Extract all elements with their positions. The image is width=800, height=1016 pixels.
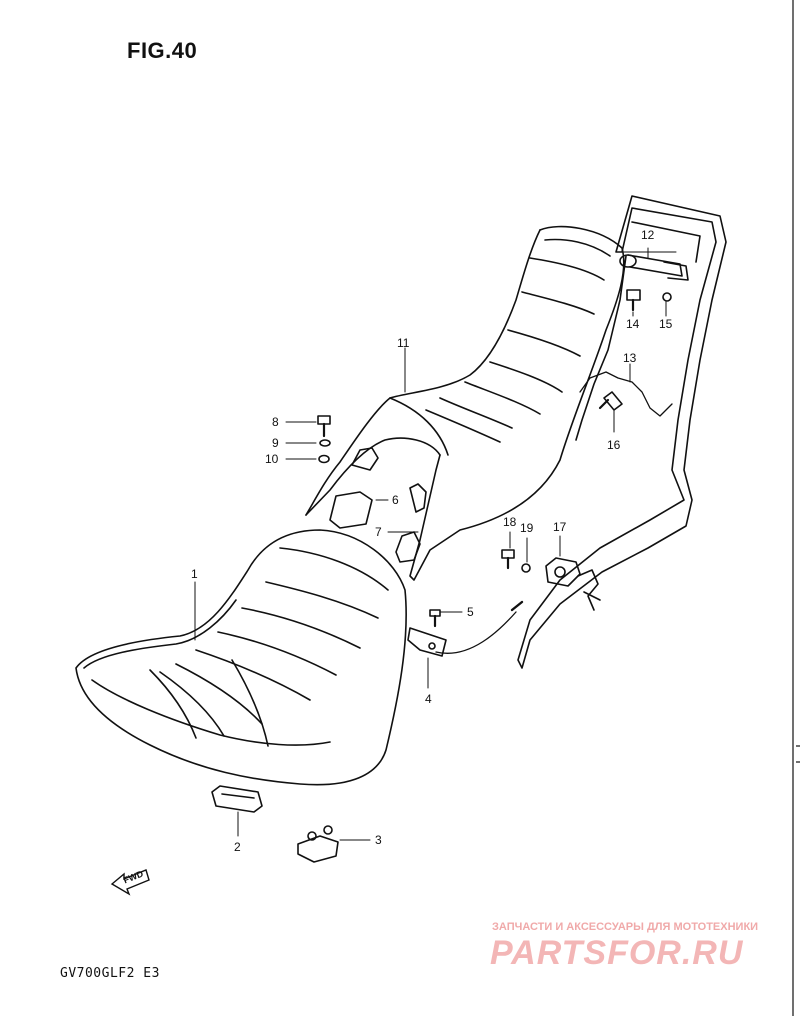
bolt-14 [626, 289, 641, 312]
release-cable [435, 611, 517, 654]
washer-10 [318, 454, 330, 464]
nut-19 [521, 563, 531, 573]
callout-4: 4 [425, 692, 432, 706]
bolt-18 [501, 549, 515, 570]
rear-seat [305, 225, 625, 581]
seat-hook-bracket [407, 627, 447, 657]
seat-rail-frame [517, 195, 727, 669]
callout-15: 15 [659, 317, 673, 331]
callout-6: 6 [392, 493, 399, 507]
callout-9: 9 [272, 436, 279, 450]
callout-8: 8 [272, 415, 279, 429]
callout-18: 18 [503, 515, 517, 529]
callout-12: 12 [641, 228, 655, 242]
leader-lines [194, 247, 677, 841]
right-border [792, 0, 800, 1016]
callout-7: 7 [375, 525, 382, 539]
figure-title: FIG.40 [127, 38, 198, 63]
screw-5 [429, 609, 441, 628]
stopper-3 [297, 825, 339, 863]
callout-11: 11 [397, 336, 410, 350]
watermark-tagline: ЗАПЧАСТИ И АКСЕССУАРЫ ДЛЯ МОТОТЕХНИКИ [492, 921, 759, 933]
lock-cable [579, 371, 673, 417]
watermark-logo: PARTSFOR.RU [490, 934, 744, 972]
callout-3: 3 [375, 833, 382, 847]
fwd-arrow-icon [110, 869, 150, 896]
callout-14: 14 [626, 317, 640, 331]
nut-15 [662, 292, 672, 302]
cushion-2 [211, 785, 263, 813]
callout-13: 13 [623, 351, 637, 365]
bolt-8 [317, 415, 331, 438]
callout-5: 5 [467, 605, 474, 619]
seat-lock-17 [545, 557, 601, 611]
model-code: GV700GLF2 E3 [60, 966, 160, 981]
helmet-holder-rod [619, 254, 689, 281]
callout-10: 10 [265, 452, 279, 466]
washer-9 [319, 439, 331, 447]
callout-16: 16 [607, 438, 621, 452]
callout-1: 1 [191, 567, 198, 581]
callout-2: 2 [234, 840, 241, 854]
callout-19: 19 [520, 521, 534, 535]
bolt-16 [598, 391, 623, 411]
front-seat [75, 529, 407, 786]
callout-17: 17 [553, 520, 567, 534]
